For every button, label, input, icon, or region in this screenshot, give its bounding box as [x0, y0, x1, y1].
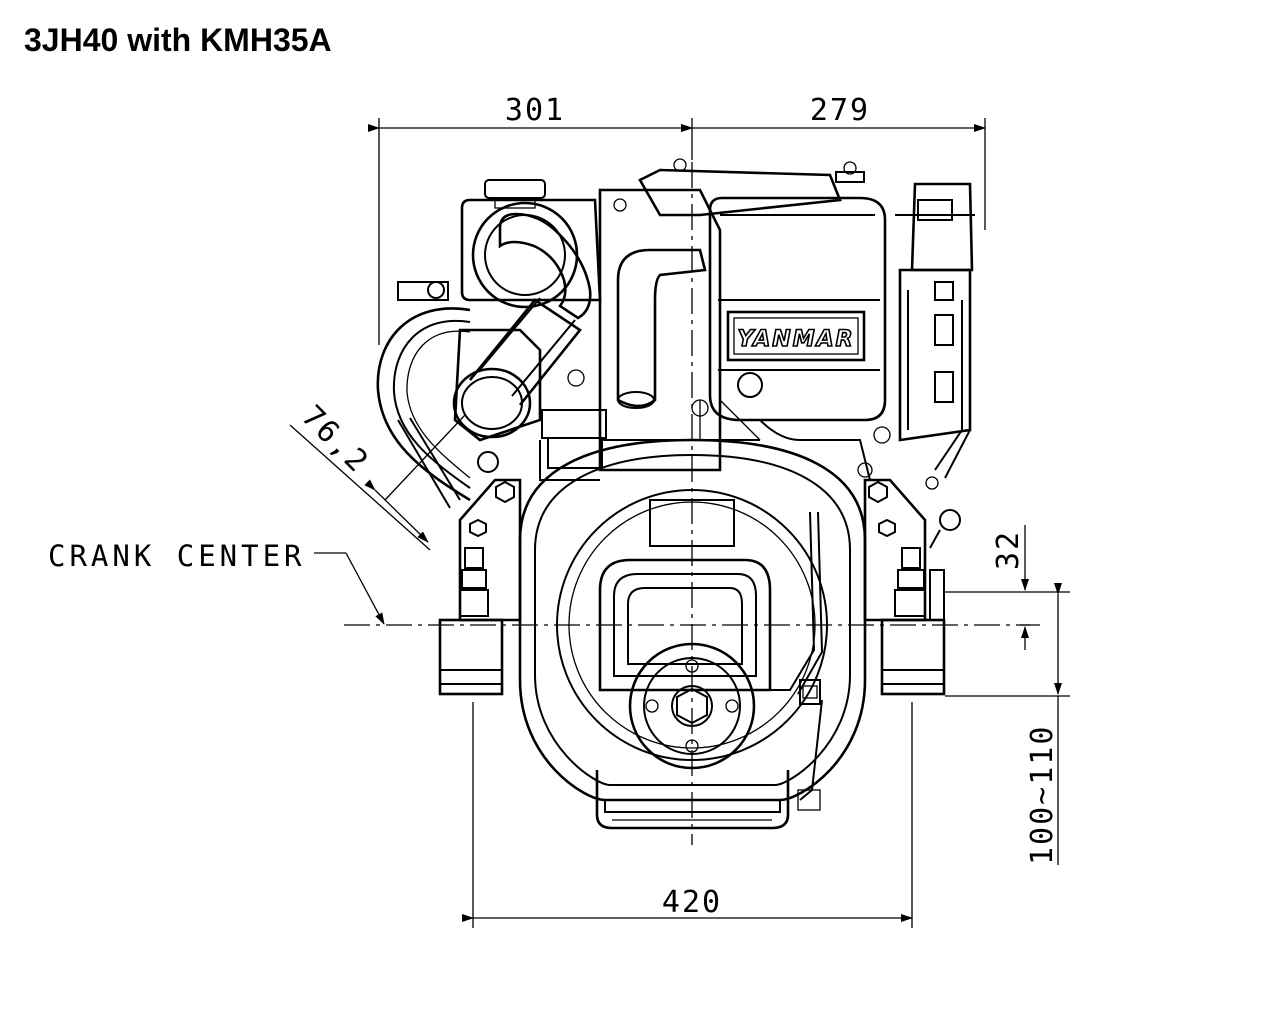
crank-offset-dimension — [945, 525, 1070, 650]
dimension-301: 301 — [505, 93, 565, 128]
intake-and-brackets — [541, 158, 842, 472]
engine-block-detail — [539, 399, 891, 481]
dimension-100-110: 100~110 — [1025, 725, 1060, 865]
mount-height-dimension — [945, 583, 1070, 865]
crankshaft-pulley-belt — [376, 307, 471, 509]
dimension-32: 32 — [991, 530, 1026, 570]
dimension-279: 279 — [810, 93, 870, 128]
yanmar-logo: YANMAR — [737, 327, 854, 352]
crank-center-leader — [314, 552, 385, 625]
engine-mount-right — [863, 478, 961, 696]
gearbox-output — [598, 558, 772, 770]
page-title: 3JH40 with KMH35A — [24, 22, 332, 58]
alternator-assembly — [895, 182, 975, 490]
oil-pan — [595, 770, 790, 830]
crank-center-label: CRANK CENTER — [48, 539, 306, 573]
heat-exchanger — [708, 161, 887, 422]
dimension-420: 420 — [662, 885, 722, 920]
mount-span-dimension — [462, 702, 913, 928]
engine-mount-left — [438, 478, 522, 696]
top-width-dimensions — [368, 118, 986, 345]
shift-lever — [760, 511, 824, 811]
pulley-offset-dimension — [289, 414, 466, 551]
